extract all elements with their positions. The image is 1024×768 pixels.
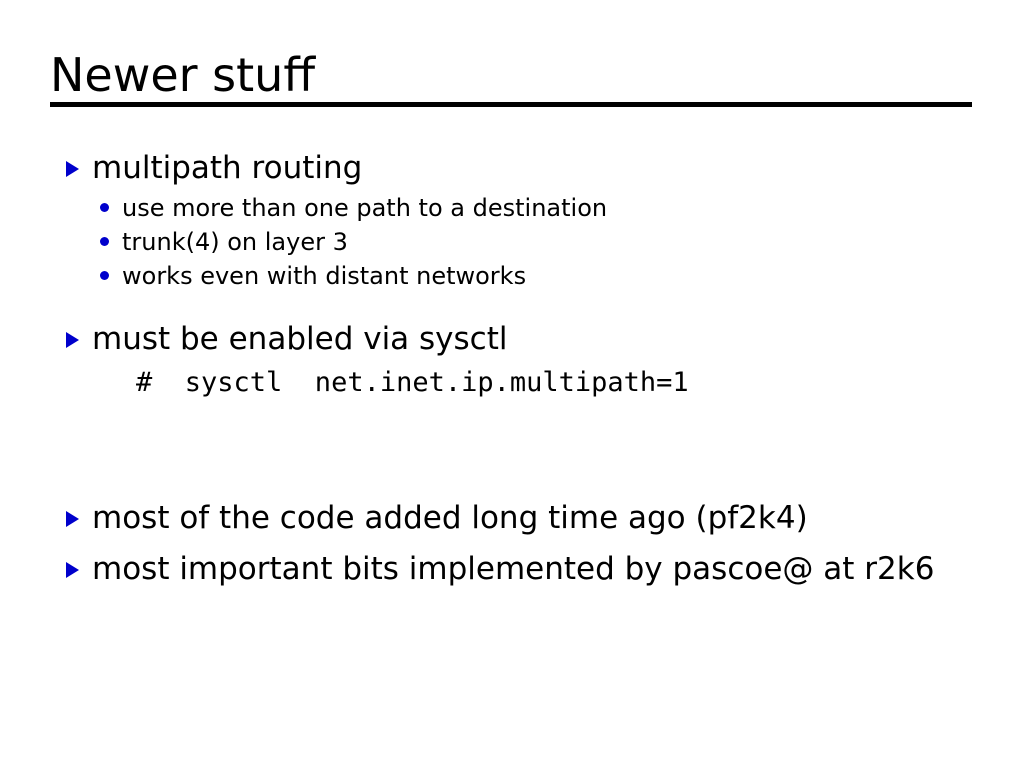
- bullet-item-multipath-routing: multipath routing: [66, 148, 996, 189]
- bullet-label: most of the code added long time ago (pf…: [92, 500, 808, 536]
- title-underline-rule: [50, 102, 972, 107]
- bullet-label: multipath routing: [92, 150, 363, 186]
- page-title: Newer stuff: [50, 48, 316, 102]
- sub-bullet-label: works even with distant networks: [122, 262, 527, 290]
- spacer: [66, 402, 996, 498]
- triangle-bullet-icon: [66, 498, 92, 527]
- bullet-item-enabled-via-sysctl: must be enabled via sysctl: [66, 319, 996, 360]
- triangle-bullet-icon: [66, 319, 92, 348]
- title-block: Newer stuff: [50, 48, 974, 102]
- spacer: [66, 293, 996, 319]
- triangle-bullet-icon: [66, 549, 92, 578]
- sub-bullet-item-use-more-than-one-path: use more than one path to a destination: [100, 191, 996, 225]
- bullet-item-code-added-long-time-ago: most of the code added long time ago (pf…: [66, 498, 996, 539]
- bullet-label: must be enabled via sysctl: [92, 321, 508, 357]
- triangle-bullet-icon: [66, 148, 92, 177]
- spacer: [66, 541, 996, 549]
- bullet-item-implemented-by-pascoe: most important bits implemented by pasco…: [66, 549, 996, 590]
- sub-bullet-item-distant-networks: works even with distant networks: [100, 259, 996, 293]
- sysctl-command-line: # sysctl net.inet.ip.multipath=1: [136, 367, 689, 398]
- sub-bullet-label: use more than one path to a destination: [122, 194, 608, 222]
- slide-body: multipath routing use more than one path…: [66, 148, 996, 592]
- dot-bullet-icon: [100, 225, 122, 246]
- bullet-label: most important bits implemented by pasco…: [92, 551, 935, 587]
- dot-bullet-icon: [100, 191, 122, 212]
- dot-bullet-icon: [100, 259, 122, 280]
- sub-bullet-item-trunk-layer3: trunk(4) on layer 3: [100, 225, 996, 259]
- sub-bullet-label: trunk(4) on layer 3: [122, 228, 348, 256]
